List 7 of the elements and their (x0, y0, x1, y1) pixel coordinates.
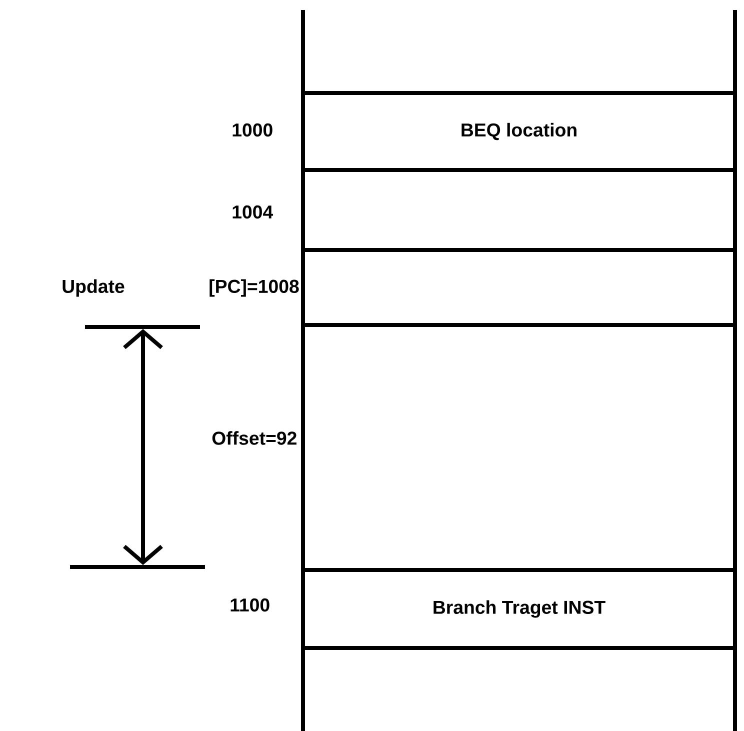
pc-label: Update (62, 279, 124, 297)
address-label: 1000 (232, 123, 272, 137)
address-label: 1004 (232, 205, 274, 219)
address-label: 1100 (230, 598, 270, 612)
memory-cell: BEQ location (301, 90, 737, 172)
pc-label: [PC]=1008 (210, 279, 299, 297)
memory-cell: Branch Traget INST (301, 568, 737, 650)
